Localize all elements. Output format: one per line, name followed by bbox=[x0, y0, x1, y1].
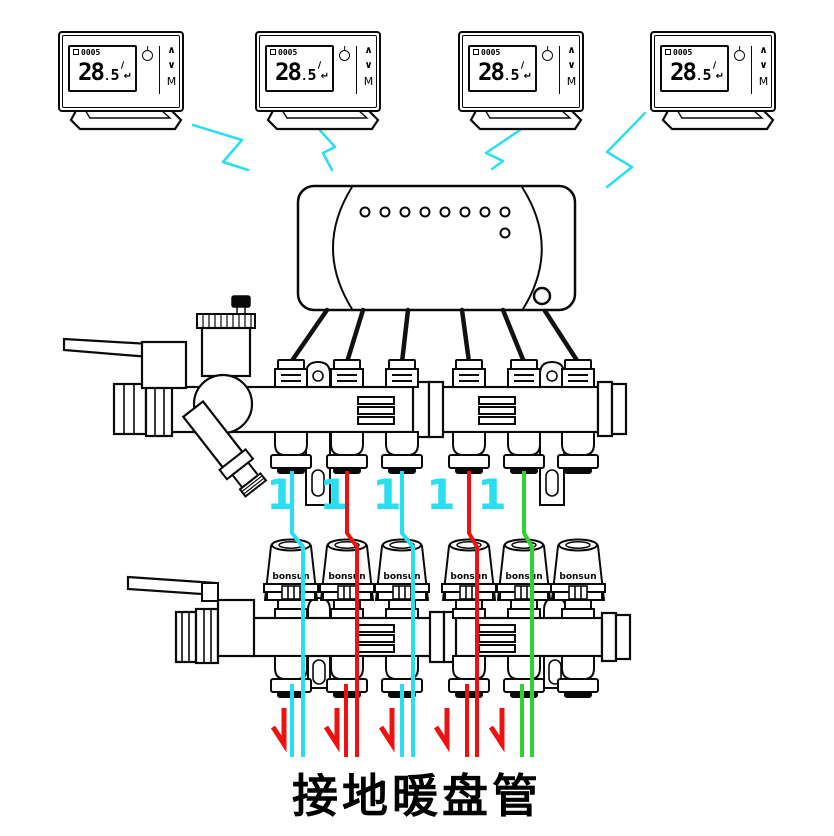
return-arrow-icon: ↵ bbox=[123, 71, 132, 82]
up-button: ∧ bbox=[167, 45, 176, 56]
signal-bolt-icon bbox=[191, 123, 250, 172]
display-temp-integer: 28 bbox=[670, 57, 697, 86]
display-temp-separator: . bbox=[103, 70, 111, 83]
return-arrow-icon: ↵ bbox=[320, 71, 329, 82]
controller bbox=[296, 184, 577, 312]
diagram-caption: 接地暖盘管 bbox=[292, 769, 542, 823]
return-arrow-icon: ↵ bbox=[715, 71, 724, 82]
air-vent-valve bbox=[196, 295, 256, 378]
power-icon bbox=[734, 50, 745, 61]
display-temp-decimal: 5 bbox=[510, 65, 520, 84]
down-button: ∨ bbox=[167, 60, 176, 71]
mode-button: M bbox=[166, 75, 177, 88]
pairing-button bbox=[532, 286, 552, 306]
signal-bolt-icon bbox=[316, 126, 337, 172]
loop-label: 1 bbox=[426, 470, 455, 519]
down-button: ∨ bbox=[759, 60, 768, 71]
display-temp-separator: . bbox=[695, 70, 703, 83]
power-icon bbox=[142, 50, 153, 61]
thermostat-display: 0005 28 . 5 ↵ bbox=[660, 45, 729, 92]
thermostat-display: 0005 28 . 5 ↵ bbox=[68, 45, 137, 92]
return-arrow-icon: ↵ bbox=[523, 71, 532, 82]
display-temp-separator: . bbox=[300, 70, 308, 83]
display-time: 0005 bbox=[81, 48, 101, 57]
power-led bbox=[499, 227, 511, 239]
loop-supply-pipe bbox=[345, 471, 359, 757]
power-icon bbox=[542, 50, 553, 61]
up-button: ∧ bbox=[364, 45, 373, 56]
mode-button: M bbox=[566, 75, 577, 88]
controller-wires bbox=[288, 307, 581, 365]
button-divider bbox=[159, 46, 160, 94]
display-temp-decimal: 5 bbox=[702, 65, 712, 84]
down-button: ∨ bbox=[567, 60, 576, 71]
down-arrow-marker-icon bbox=[488, 708, 505, 753]
y-strainer bbox=[181, 399, 268, 498]
degree-tick-icon bbox=[120, 61, 124, 69]
down-arrow-marker-icon bbox=[378, 708, 395, 753]
loop-label: 1 bbox=[477, 470, 506, 519]
power-icon bbox=[339, 50, 350, 61]
mode-button: M bbox=[758, 75, 769, 88]
display-temp-decimal: 5 bbox=[307, 65, 317, 84]
loop-labels: 1 1 1 1 1 bbox=[266, 470, 506, 519]
return-manifold bbox=[126, 538, 632, 698]
loop-supply-pipe bbox=[400, 471, 415, 757]
display-time: 0005 bbox=[278, 48, 298, 57]
down-arrow-marker-icon bbox=[323, 708, 340, 753]
display-temp-integer: 28 bbox=[478, 57, 505, 86]
thermostat-1: 0005 28 . 5 ↵ ∧ ∨ M bbox=[58, 31, 184, 112]
up-button: ∧ bbox=[759, 45, 768, 56]
degree-tick-icon bbox=[520, 61, 524, 69]
display-time: 0005 bbox=[673, 48, 693, 57]
button-divider bbox=[356, 46, 357, 94]
thermostat-display: 0005 28 . 5 ↵ bbox=[468, 45, 537, 92]
program-indicator-icon bbox=[270, 49, 276, 55]
button-divider bbox=[559, 46, 560, 94]
program-indicator-icon bbox=[73, 49, 79, 55]
down-arrow-marker-icon bbox=[433, 708, 450, 753]
thermostat-display: 0005 28 . 5 ↵ bbox=[265, 45, 334, 92]
degree-tick-icon bbox=[317, 61, 321, 69]
degree-tick-icon bbox=[712, 61, 716, 69]
signal-bolt-icon bbox=[605, 111, 647, 189]
supply-manifold bbox=[62, 295, 628, 506]
loop-label: 1 bbox=[372, 470, 401, 519]
return-ball-valve bbox=[126, 575, 256, 665]
up-button: ∧ bbox=[567, 45, 576, 56]
controller-leds bbox=[359, 206, 511, 239]
heating-loops bbox=[290, 471, 534, 757]
wireless-signals bbox=[191, 111, 647, 189]
supply-ball-valve bbox=[62, 337, 188, 390]
down-button: ∨ bbox=[364, 60, 373, 71]
loop-direction-markers bbox=[270, 708, 505, 753]
signal-bolt-icon bbox=[484, 126, 525, 171]
display-time: 0005 bbox=[481, 48, 501, 57]
down-arrow-marker-icon bbox=[270, 708, 287, 753]
loop-supply-pipe bbox=[522, 471, 534, 757]
thermostat-4: 0005 28 . 5 ↵ ∧ ∨ M bbox=[650, 31, 776, 112]
loop-supply-pipe bbox=[467, 471, 479, 757]
program-indicator-icon bbox=[473, 49, 479, 55]
loop-supply-pipe bbox=[290, 471, 305, 757]
display-temp-decimal: 5 bbox=[110, 65, 120, 84]
display-temp-separator: . bbox=[503, 70, 511, 83]
button-divider bbox=[751, 46, 752, 94]
display-temp-integer: 28 bbox=[78, 57, 105, 86]
program-indicator-icon bbox=[665, 49, 671, 55]
loop-label: 1 bbox=[319, 470, 348, 519]
mode-button: M bbox=[363, 75, 374, 88]
thermostat-2: 0005 28 . 5 ↵ ∧ ∨ M bbox=[255, 31, 381, 112]
thermostat-3: 0005 28 . 5 ↵ ∧ ∨ M bbox=[458, 31, 584, 112]
display-temp-integer: 28 bbox=[275, 57, 302, 86]
